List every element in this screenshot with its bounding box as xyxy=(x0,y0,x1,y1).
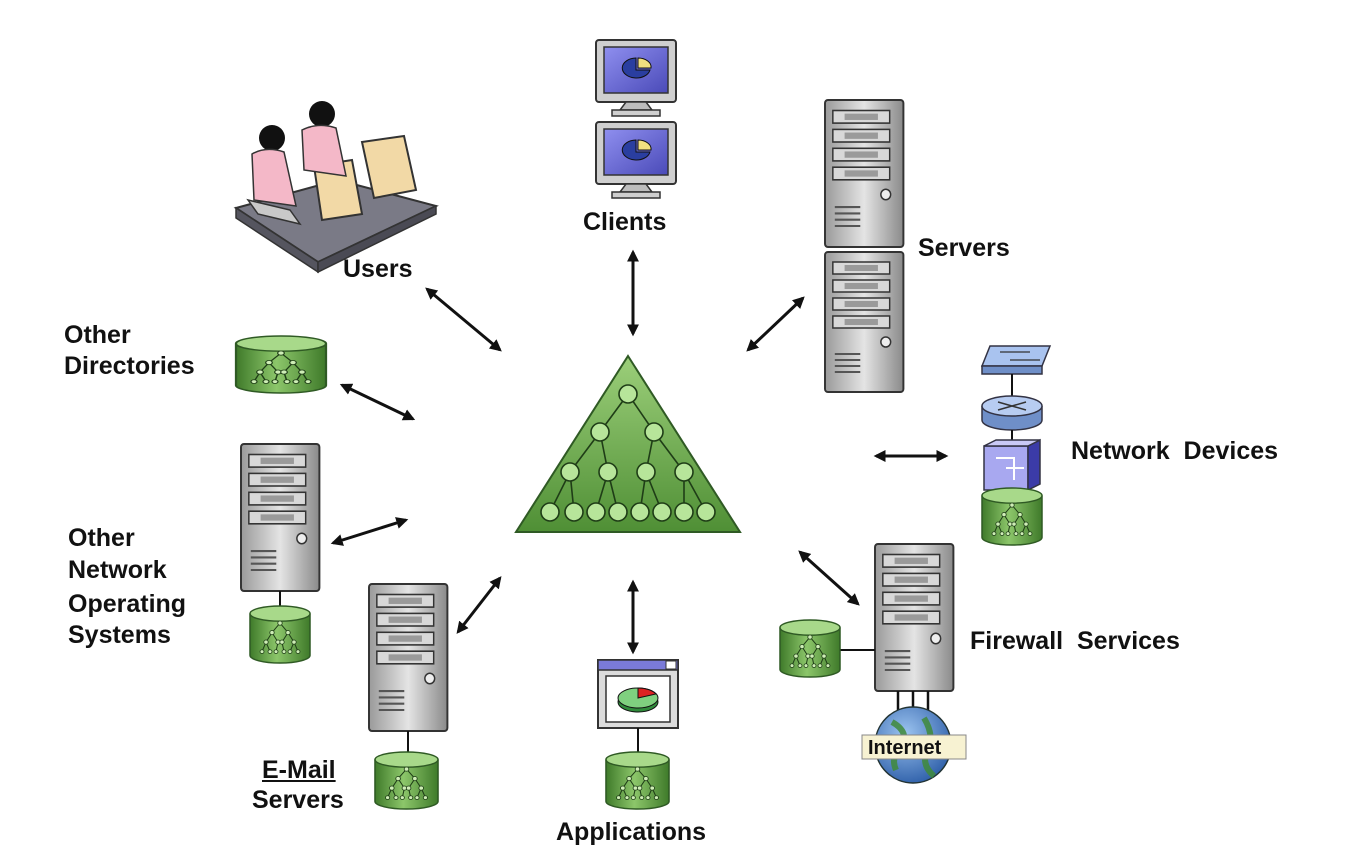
email-servers-label-line2: Servers xyxy=(252,786,344,814)
router-icon xyxy=(981,395,1043,431)
users-arrow xyxy=(425,287,502,352)
other-nos-label-line3: Operating xyxy=(68,590,187,618)
server-tower-icon xyxy=(824,251,905,393)
internet-globe-icon xyxy=(861,706,967,784)
applications-label: Applications xyxy=(556,818,707,846)
clients-label: Clients xyxy=(583,208,667,236)
email-servers-arrow xyxy=(456,576,502,634)
database-cylinder-icon xyxy=(249,605,311,664)
firewall-arrow xyxy=(798,550,860,606)
other-nos-label-line1: Other xyxy=(68,524,135,552)
firewall-icon xyxy=(983,438,1041,492)
other-nos-label-line2: Network xyxy=(68,556,167,584)
other-nos-arrow xyxy=(330,517,409,546)
other-nos-label-line4: Systems xyxy=(68,621,171,649)
users-label: Users xyxy=(343,255,413,283)
users-icon xyxy=(233,101,439,274)
network-devices-label: Network Devices xyxy=(1071,437,1279,465)
client-monitor-icon xyxy=(595,39,677,117)
switch-icon xyxy=(980,345,1052,375)
servers-label: Servers xyxy=(918,234,1010,262)
database-cylinder-icon xyxy=(981,487,1043,546)
server-tower-icon xyxy=(239,442,321,593)
database-cylinder-icon xyxy=(234,334,328,395)
email-servers-label-line1: E-Mail xyxy=(262,756,336,784)
client-monitor-icon xyxy=(595,121,677,199)
firewall-services-label: Firewall Services xyxy=(970,627,1180,655)
database-cylinder-icon xyxy=(605,751,670,810)
other-directories-label-line2: Directories xyxy=(64,352,195,380)
database-cylinder-icon xyxy=(374,751,439,810)
server-tower-icon xyxy=(873,542,955,693)
internet-label: Internet xyxy=(868,737,942,759)
servers-arrow xyxy=(746,296,805,352)
application-window-icon xyxy=(597,659,679,729)
directory-tree-icon xyxy=(514,354,742,533)
other-directories-arrow xyxy=(339,383,416,421)
other-directories-label-line1: Other xyxy=(64,321,131,349)
server-tower-icon xyxy=(367,582,449,733)
server-tower-icon xyxy=(823,98,905,249)
database-cylinder-icon xyxy=(779,619,841,678)
